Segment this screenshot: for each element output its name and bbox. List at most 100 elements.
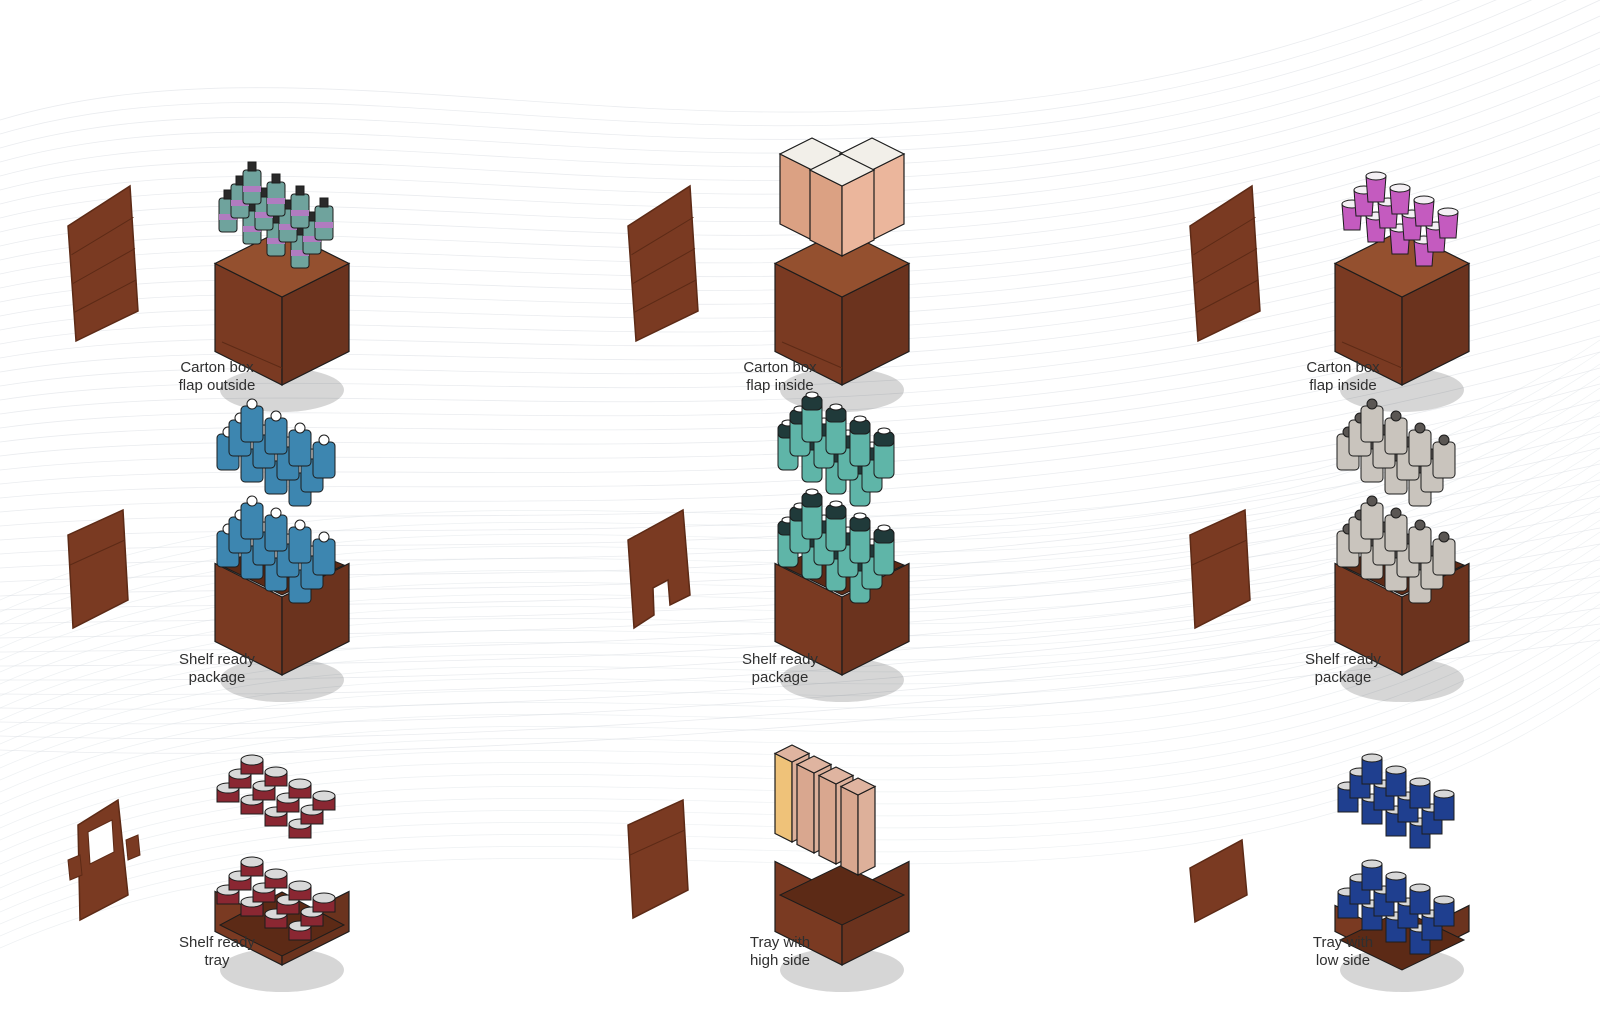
- jug: [312, 538, 336, 576]
- bottle-cap: [271, 173, 281, 184]
- blank-fold-line: [632, 248, 696, 284]
- bottle-cap: [853, 512, 867, 520]
- jug: [1384, 514, 1408, 552]
- product-group: [773, 744, 877, 876]
- background-wave-line: [0, 207, 1600, 373]
- jug: [1408, 429, 1432, 467]
- box-top-face: [773, 744, 811, 763]
- background-wave-line: [0, 0, 1461, 135]
- jug-cap: [1390, 410, 1402, 422]
- background-wave-line: [0, 399, 1600, 541]
- background-wave-line: [0, 0, 1423, 121]
- blank-fold-line: [74, 279, 137, 313]
- jug-cap: [246, 398, 258, 410]
- jug: [1384, 417, 1408, 455]
- product-group: [1337, 753, 1455, 849]
- cardboard-blank: [627, 508, 691, 630]
- can-top: [1433, 789, 1455, 799]
- blank-fold-line: [71, 216, 134, 256]
- cardboard-blank: [1189, 508, 1251, 630]
- bottle-cap: [319, 197, 329, 208]
- cardboard-blank: [627, 184, 699, 343]
- blank-shape: [627, 508, 691, 630]
- bottle-cap: [853, 415, 867, 423]
- blank-shape: [67, 508, 129, 630]
- tin-lid: [312, 790, 336, 802]
- bottle-cap: [805, 488, 819, 496]
- blank-shape: [1189, 184, 1261, 343]
- product-group: [1336, 398, 1456, 507]
- jug: [288, 429, 312, 467]
- bottle-label-band: [303, 236, 321, 242]
- blank-shape: [67, 184, 139, 343]
- jug: [288, 526, 312, 564]
- bottle-label-band: [255, 212, 273, 218]
- product-group: [216, 856, 336, 941]
- blank-shape: [77, 798, 129, 922]
- carton: [808, 153, 876, 257]
- bottle-cap: [295, 185, 305, 196]
- shelf-ready-tray-illustration: [67, 754, 350, 992]
- drop-shadow: [780, 948, 904, 992]
- carton-box-flap-outside-illustration: [67, 161, 351, 412]
- background-wave-line: [0, 223, 1600, 387]
- blank-fold-line: [629, 829, 686, 856]
- background-wave-line: [0, 567, 1600, 829]
- blank-fold-line: [1194, 248, 1258, 284]
- background-wave-line: [0, 415, 1600, 555]
- drop-shadow: [220, 948, 344, 992]
- blank-side-tab: [67, 854, 83, 881]
- background-wave-line: [0, 335, 1600, 485]
- background-wave-line: [0, 527, 1600, 653]
- bottle-label-band: [243, 226, 261, 232]
- jug-cap: [318, 434, 330, 446]
- box-top-face: [839, 777, 877, 796]
- can-top: [1361, 753, 1383, 763]
- jug-cap: [270, 507, 282, 519]
- blank-fold-line: [634, 279, 697, 313]
- box-left-face: [774, 752, 793, 843]
- blank-window-cutout: [87, 819, 115, 865]
- jug-cap: [318, 531, 330, 543]
- background-wave-line: [0, 0, 1532, 163]
- can-top: [1433, 895, 1455, 905]
- can-top: [1385, 871, 1407, 881]
- blank-side-tab: [125, 834, 141, 861]
- cardboard-blank: [627, 798, 689, 920]
- closed-carton-box: [773, 229, 911, 386]
- blank-fold-line: [1193, 216, 1256, 256]
- bottle-cap: [877, 524, 891, 532]
- bottle-cap: [247, 161, 257, 172]
- background-wave-line: [0, 159, 1600, 331]
- product-group: [1341, 171, 1459, 267]
- can-top: [1409, 883, 1431, 893]
- blank-fold-line: [631, 216, 694, 256]
- tray-interior: [778, 864, 906, 926]
- jug: [1432, 538, 1456, 576]
- carton-box-flap-inside-illustration: [627, 137, 911, 412]
- background-wave-line: [0, 431, 1600, 569]
- bottle-cap: [829, 403, 843, 411]
- bottle-label-band: [267, 198, 285, 204]
- product-group: [1336, 495, 1456, 604]
- jug-cap: [1438, 531, 1450, 543]
- cup-lid: [1389, 183, 1411, 193]
- background-wave-line: [0, 175, 1600, 345]
- blank-shape: [1189, 838, 1248, 924]
- box-left-face: [796, 763, 815, 854]
- bottle-label-band: [231, 200, 249, 206]
- shelf-ready-box: [1334, 562, 1470, 676]
- box-flap-line: [1341, 341, 1403, 369]
- background-wave-line: [0, 607, 1600, 725]
- background-wave-line: [0, 559, 1600, 681]
- blank-shape: [1189, 508, 1251, 630]
- closed-carton-box: [213, 229, 351, 386]
- jug: [1408, 526, 1432, 564]
- jug-cap: [294, 422, 306, 434]
- jug: [1360, 405, 1384, 443]
